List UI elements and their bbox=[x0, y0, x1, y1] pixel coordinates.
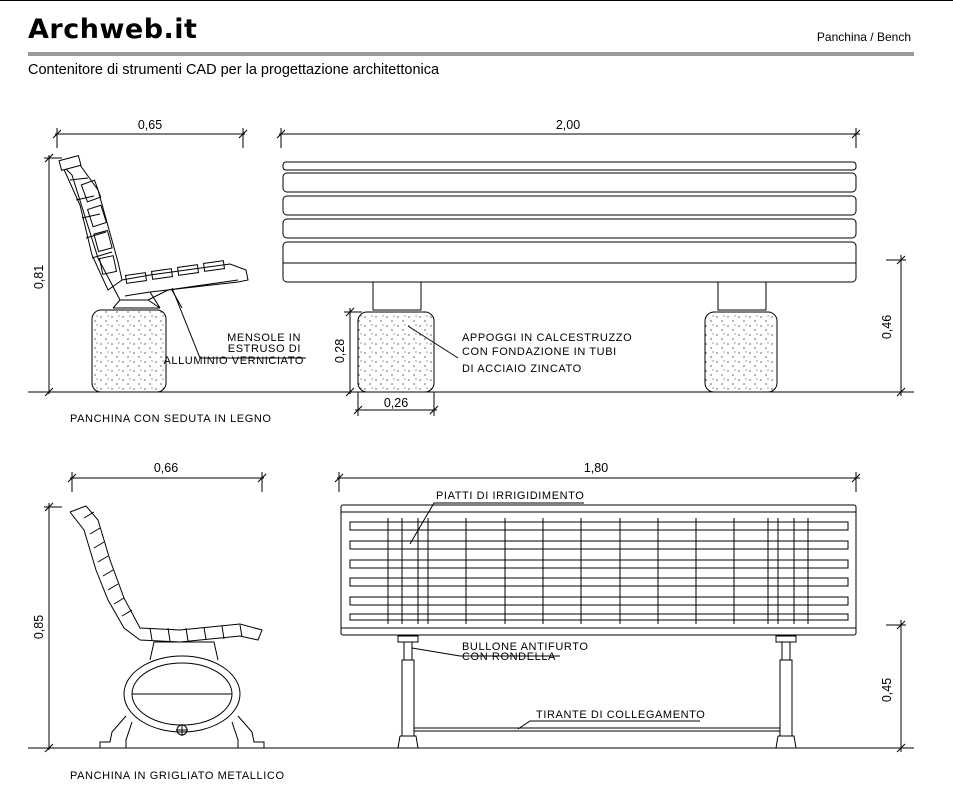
metal-front-legs bbox=[397, 635, 797, 749]
front-post-right bbox=[717, 281, 767, 311]
dim-label-081: 0,81 bbox=[32, 265, 46, 289]
dim-066 bbox=[67, 472, 267, 492]
site-logo[interactable]: Archweb.it bbox=[28, 14, 198, 45]
front-block-right bbox=[704, 311, 778, 393]
drawing-labels: 0,65 2,00 0,81 0,28 0,26 0,46 MENSOLE IN… bbox=[32, 118, 894, 782]
metal-front-panel bbox=[340, 504, 857, 636]
dim-label-046: 0,46 bbox=[880, 315, 894, 339]
dim-046 bbox=[886, 255, 906, 397]
metal-side-profile bbox=[69, 505, 263, 643]
note-plates: PIATTI DI IRRIGIDIMENTO bbox=[436, 490, 584, 502]
caption-metal-bench: PANCHINA IN GRIGLIATO METALLICO bbox=[70, 770, 285, 782]
front-post-left bbox=[372, 281, 422, 311]
dim-045 bbox=[886, 620, 906, 753]
side-back-slats bbox=[58, 154, 123, 291]
note-supports-line-1: APPOGGI IN CALCESTRUZZO bbox=[462, 332, 632, 344]
dim-label-180: 1,80 bbox=[584, 461, 608, 475]
dim-label-085: 0,85 bbox=[32, 615, 46, 639]
note-brackets-line-1: MENSOLE IN bbox=[227, 332, 301, 344]
wooden-bench-drawing bbox=[28, 128, 914, 416]
leader-tie bbox=[517, 720, 700, 730]
dim-200 bbox=[276, 128, 861, 148]
note-bolt-line-1: BULLONE ANTIFURTO bbox=[462, 641, 589, 653]
dim-label-200: 2,00 bbox=[556, 118, 580, 132]
front-block-left bbox=[357, 311, 435, 393]
breadcrumb: Panchina / Bench bbox=[816, 30, 911, 44]
dim-081 bbox=[44, 153, 62, 397]
note-supports-line-2: CON FONDAZIONE IN TUBI bbox=[462, 346, 617, 358]
caption-wooden-bench: PANCHINA CON SEDUTA IN LEGNO bbox=[70, 413, 272, 425]
dim-065 bbox=[52, 128, 248, 148]
dim-085 bbox=[44, 502, 62, 753]
note-supports-line-3: DI ACCIAIO ZINCATO bbox=[462, 363, 582, 375]
dim-label-028: 0,28 bbox=[333, 339, 347, 363]
dim-026 bbox=[353, 392, 439, 416]
note-brackets-line-2: ESTRUSO DI bbox=[228, 343, 301, 355]
side-concrete-block bbox=[91, 309, 167, 393]
dim-028 bbox=[344, 307, 362, 397]
leader-bolt bbox=[411, 647, 560, 657]
note-brackets-line-3: ALLUMINIO VERNICIATO bbox=[163, 355, 304, 367]
note-bolt-line-2: CON RONDELLA bbox=[462, 651, 556, 663]
dim-label-045: 0,45 bbox=[880, 678, 894, 702]
side-bracket bbox=[61, 164, 239, 309]
side-seat-slats bbox=[121, 260, 249, 309]
metal-bench-drawing bbox=[28, 472, 914, 753]
dim-180 bbox=[334, 472, 861, 492]
leader-brackets bbox=[171, 287, 306, 359]
header-rule bbox=[28, 52, 914, 56]
front-slats bbox=[282, 161, 857, 283]
note-tie: TIRANTE DI COLLEGAMENTO bbox=[536, 709, 705, 721]
dim-label-065: 0,65 bbox=[138, 118, 162, 132]
leader-supports bbox=[407, 325, 459, 359]
top-border bbox=[0, 0, 953, 1]
metal-side-legs bbox=[99, 641, 265, 749]
dim-label-066: 0,66 bbox=[154, 461, 178, 475]
dim-label-026: 0,26 bbox=[384, 396, 408, 410]
leader-plates bbox=[409, 502, 584, 545]
page-subtitle: Contenitore di strumenti CAD per la prog… bbox=[28, 62, 440, 78]
